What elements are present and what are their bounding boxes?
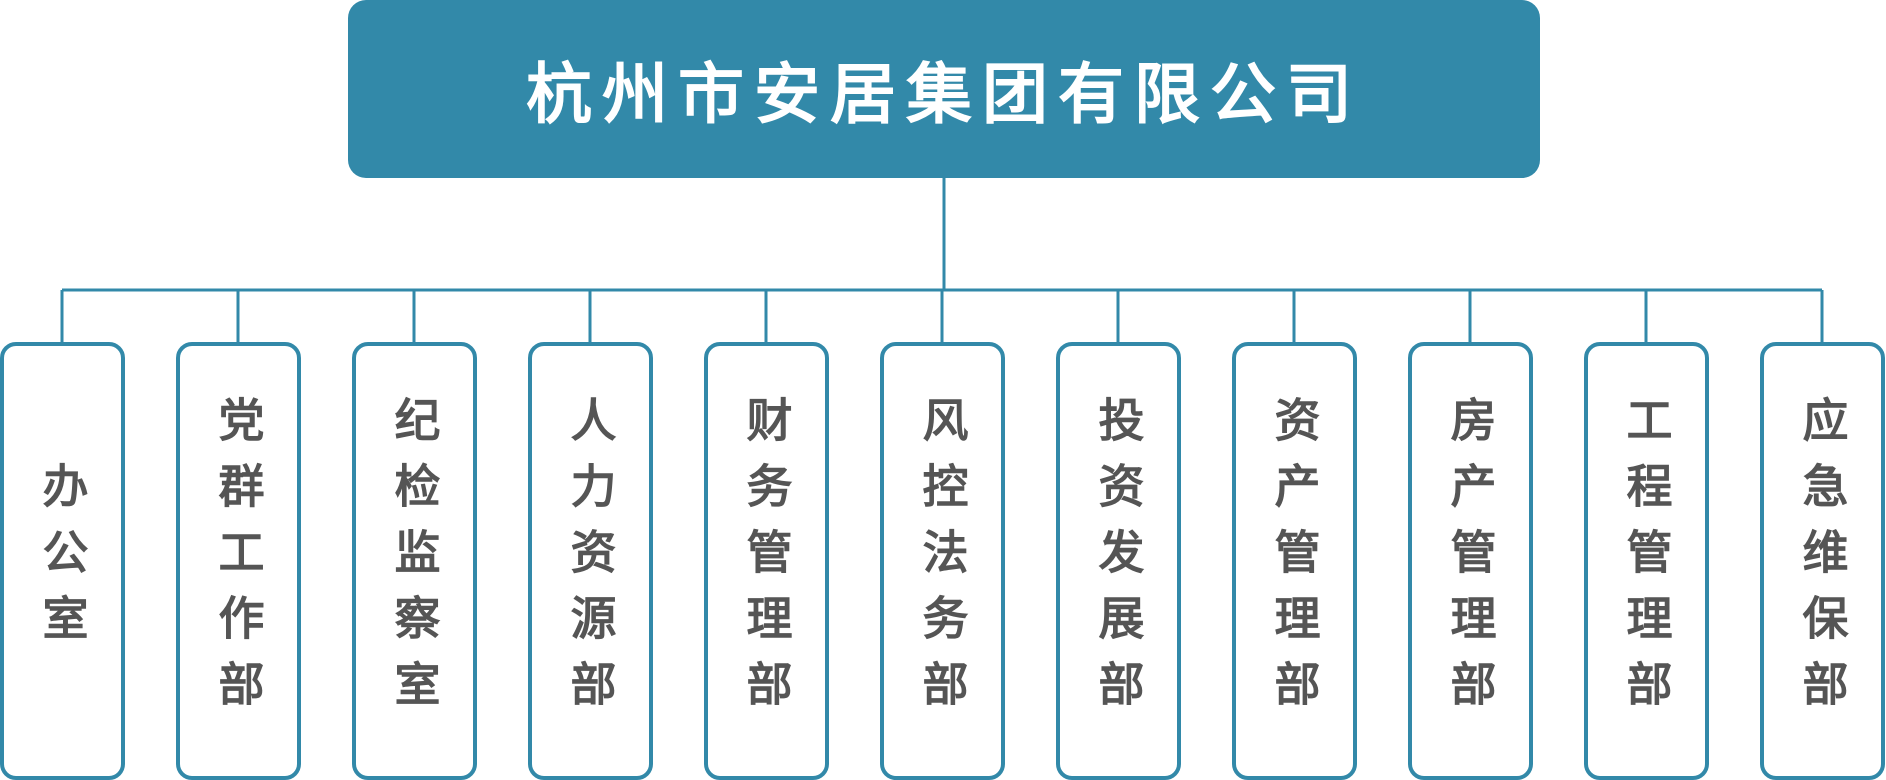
dept-label: 工程管理部: [1619, 396, 1674, 726]
dept-label: 房产管理部: [1443, 396, 1498, 726]
root-org-title: 杭州市安居集团有限公司: [526, 56, 1362, 133]
dept-label: 应急维保部: [1795, 396, 1850, 726]
dept-label: 办公室: [35, 462, 90, 660]
dept-box-property-management: 房产管理部: [1408, 342, 1533, 780]
dept-box-asset-management: 资产管理部: [1232, 342, 1357, 780]
dept-box-engineering: 工程管理部: [1584, 342, 1709, 780]
dept-label: 党群工作部: [211, 396, 266, 726]
dept-box-human-resources: 人力资源部: [528, 342, 653, 780]
dept-box-risk-legal: 风控法务部: [880, 342, 1005, 780]
dept-box-finance: 财务管理部: [704, 342, 829, 780]
dept-box-discipline-inspection: 纪检监察室: [352, 342, 477, 780]
dept-box-emergency-maintenance: 应急维保部: [1760, 342, 1885, 780]
root-org-box: 杭州市安居集团有限公司: [348, 0, 1540, 178]
dept-box-office: 办公室: [0, 342, 125, 780]
dept-label: 资产管理部: [1267, 396, 1322, 726]
dept-box-party-affairs: 党群工作部: [176, 342, 301, 780]
dept-box-investment: 投资发展部: [1056, 342, 1181, 780]
dept-label: 财务管理部: [739, 396, 794, 726]
dept-label: 纪检监察室: [387, 396, 442, 726]
dept-label: 人力资源部: [563, 396, 618, 726]
dept-label: 风控法务部: [915, 396, 970, 726]
dept-label: 投资发展部: [1091, 396, 1146, 726]
